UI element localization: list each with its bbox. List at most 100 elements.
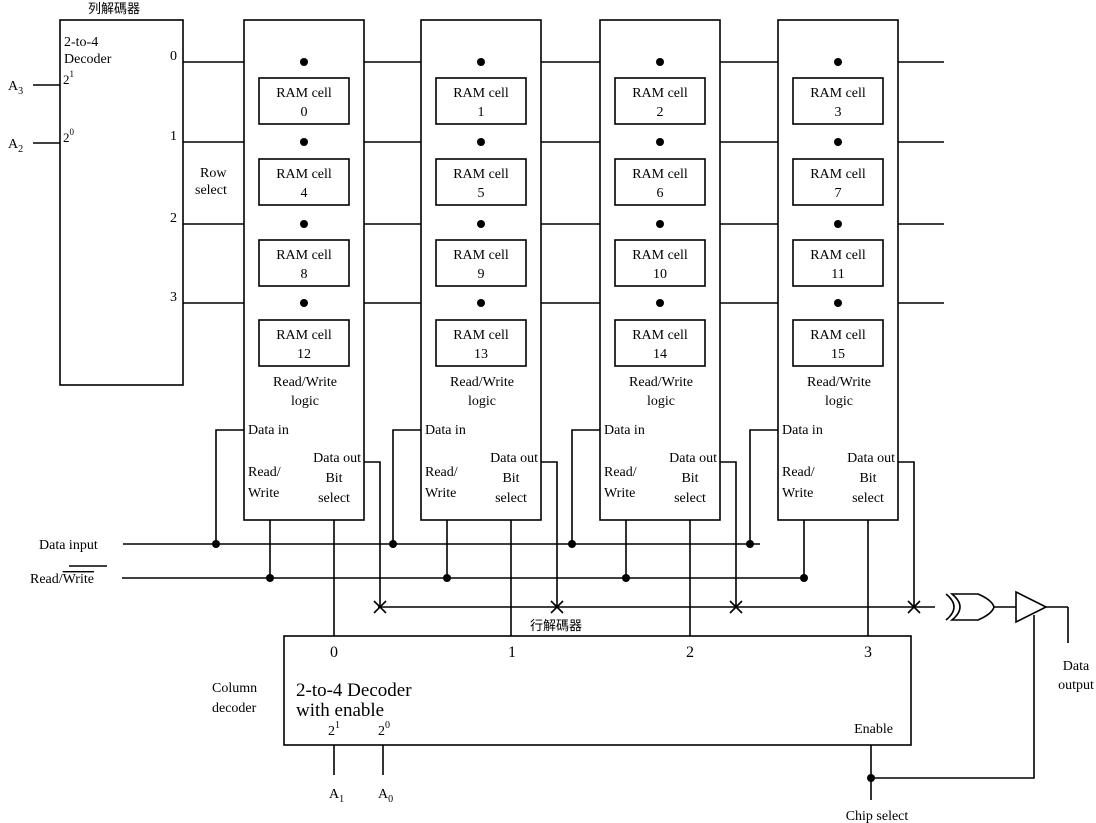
row-junction-dot: [477, 138, 485, 146]
row-junction-dot: [477, 299, 485, 307]
data-out-label: Data out: [847, 451, 895, 466]
ram-cell-number: 2: [657, 105, 664, 120]
data-input-junction-dot: [212, 540, 220, 548]
bit-select-label: select: [852, 491, 884, 506]
data-out-cross-mark: [729, 600, 743, 614]
column-decoder-output-label: 0: [330, 644, 338, 661]
rw-logic-label: logic: [825, 394, 853, 409]
row-junction-dot: [834, 220, 842, 228]
ram-cell: [258, 77, 350, 125]
ram-cell: [614, 158, 706, 206]
data-out-cross-mark: [550, 600, 564, 614]
row-decoder-output-label: 3: [170, 290, 177, 305]
data-out-cross-mark: [907, 600, 921, 614]
ram-cell-number: 5: [478, 186, 485, 201]
column-decoder-title: 2-to-4 Decoder: [296, 680, 412, 701]
ram-cell: [792, 319, 884, 367]
read-label: Read/: [425, 465, 458, 480]
rw-logic-label: logic: [291, 394, 319, 409]
ram-cell: [614, 77, 706, 125]
ram-cell: [258, 239, 350, 287]
rw-logic-label: Read/Write: [629, 375, 693, 390]
ram-cell: [614, 239, 706, 287]
ram-cell: [614, 319, 706, 367]
ram-cell-label: RAM cell: [453, 248, 509, 263]
ram-cell-number: 3: [835, 105, 842, 120]
decoder-input-weight: 20: [63, 127, 75, 145]
ram-cell-number: 0: [301, 105, 308, 120]
ram-cell-label: RAM cell: [276, 248, 332, 263]
column-decoder-output-label: 1: [508, 644, 516, 661]
ram-cell-number: 11: [831, 267, 844, 282]
ram-cell-number: 14: [653, 347, 667, 362]
rw-logic-label: logic: [468, 394, 496, 409]
label-base: 2: [328, 724, 335, 739]
ram-cell-label: RAM cell: [276, 86, 332, 101]
input-a3-label: A3: [8, 79, 23, 97]
ram-cell-label: RAM cell: [276, 328, 332, 343]
data-in-wire: [215, 429, 244, 544]
ram-cell-number: 15: [831, 347, 845, 362]
row-decoder-title: 2-to-4: [64, 35, 98, 50]
ram-cell: [258, 319, 350, 367]
data-in-wire: [749, 429, 778, 544]
label-script: 3: [18, 86, 23, 97]
ram-cell-label: RAM cell: [632, 328, 688, 343]
read-write-junction-dot: [266, 574, 274, 582]
row-junction-dot: [834, 58, 842, 66]
enable-label: Enable: [854, 722, 893, 737]
data-in-label: Data in: [782, 423, 823, 438]
ram-cell-label: RAM cell: [453, 86, 509, 101]
data-in-wire: [392, 429, 421, 544]
row-decoder-output-label: 0: [170, 49, 177, 64]
label-base: 2: [63, 130, 70, 145]
data-output-label: output: [1058, 678, 1094, 693]
rw-logic-label: Read/Write: [450, 375, 514, 390]
data-in-label: Data in: [604, 423, 645, 438]
chip-select-label: Chip select: [846, 809, 909, 823]
ram-cell-label: RAM cell: [810, 167, 866, 182]
ram-cell: [435, 319, 527, 367]
bit-select-label: select: [318, 491, 350, 506]
data-output-label: Data: [1063, 659, 1090, 674]
label-script: 1: [335, 720, 340, 731]
row-junction-dot: [300, 58, 308, 66]
column-decoder-side-label: Column: [212, 681, 257, 696]
read-label: Read/: [248, 465, 281, 480]
read-write-junction-dot: [800, 574, 808, 582]
read-write-junction-dot: [622, 574, 630, 582]
bit-select-label: select: [495, 491, 527, 506]
row-decoder-output-label: 2: [170, 211, 177, 226]
row-junction-dot: [300, 138, 308, 146]
row-junction-dot: [477, 220, 485, 228]
read-label: Read/: [604, 465, 637, 480]
rw-logic-label: logic: [647, 394, 675, 409]
row-junction-dot: [656, 138, 664, 146]
row-junction-dot: [300, 299, 308, 307]
column-decoder-side-label: decoder: [212, 701, 257, 716]
rw-logic-label: Read/Write: [807, 375, 871, 390]
row-select-label: Row: [200, 166, 227, 181]
ram-cell-label: RAM cell: [453, 167, 509, 182]
ram-cell-number: 8: [301, 267, 308, 282]
data-out-wire: [720, 461, 737, 607]
column-decoder-output-label: 2: [686, 644, 694, 661]
bit-select-label: Bit: [681, 471, 698, 486]
label-base: 2: [63, 72, 70, 87]
ram-cell: [792, 77, 884, 125]
input-a2-label: A2: [8, 137, 23, 155]
ram-cell: [792, 239, 884, 287]
read-write-junction-dot: [443, 574, 451, 582]
read-write-label: Read/Write: [30, 572, 94, 587]
ram-cell: [435, 77, 527, 125]
data-out-cross-mark: [373, 600, 387, 614]
ram-cell-number: 13: [474, 347, 488, 362]
label-script: 1: [339, 794, 344, 805]
label-script: 2: [18, 144, 23, 155]
ram-cell: [435, 239, 527, 287]
label-base: A: [329, 787, 340, 802]
data-in-label: Data in: [248, 423, 289, 438]
data-input-junction-dot: [746, 540, 754, 548]
label-script: 0: [388, 794, 393, 805]
